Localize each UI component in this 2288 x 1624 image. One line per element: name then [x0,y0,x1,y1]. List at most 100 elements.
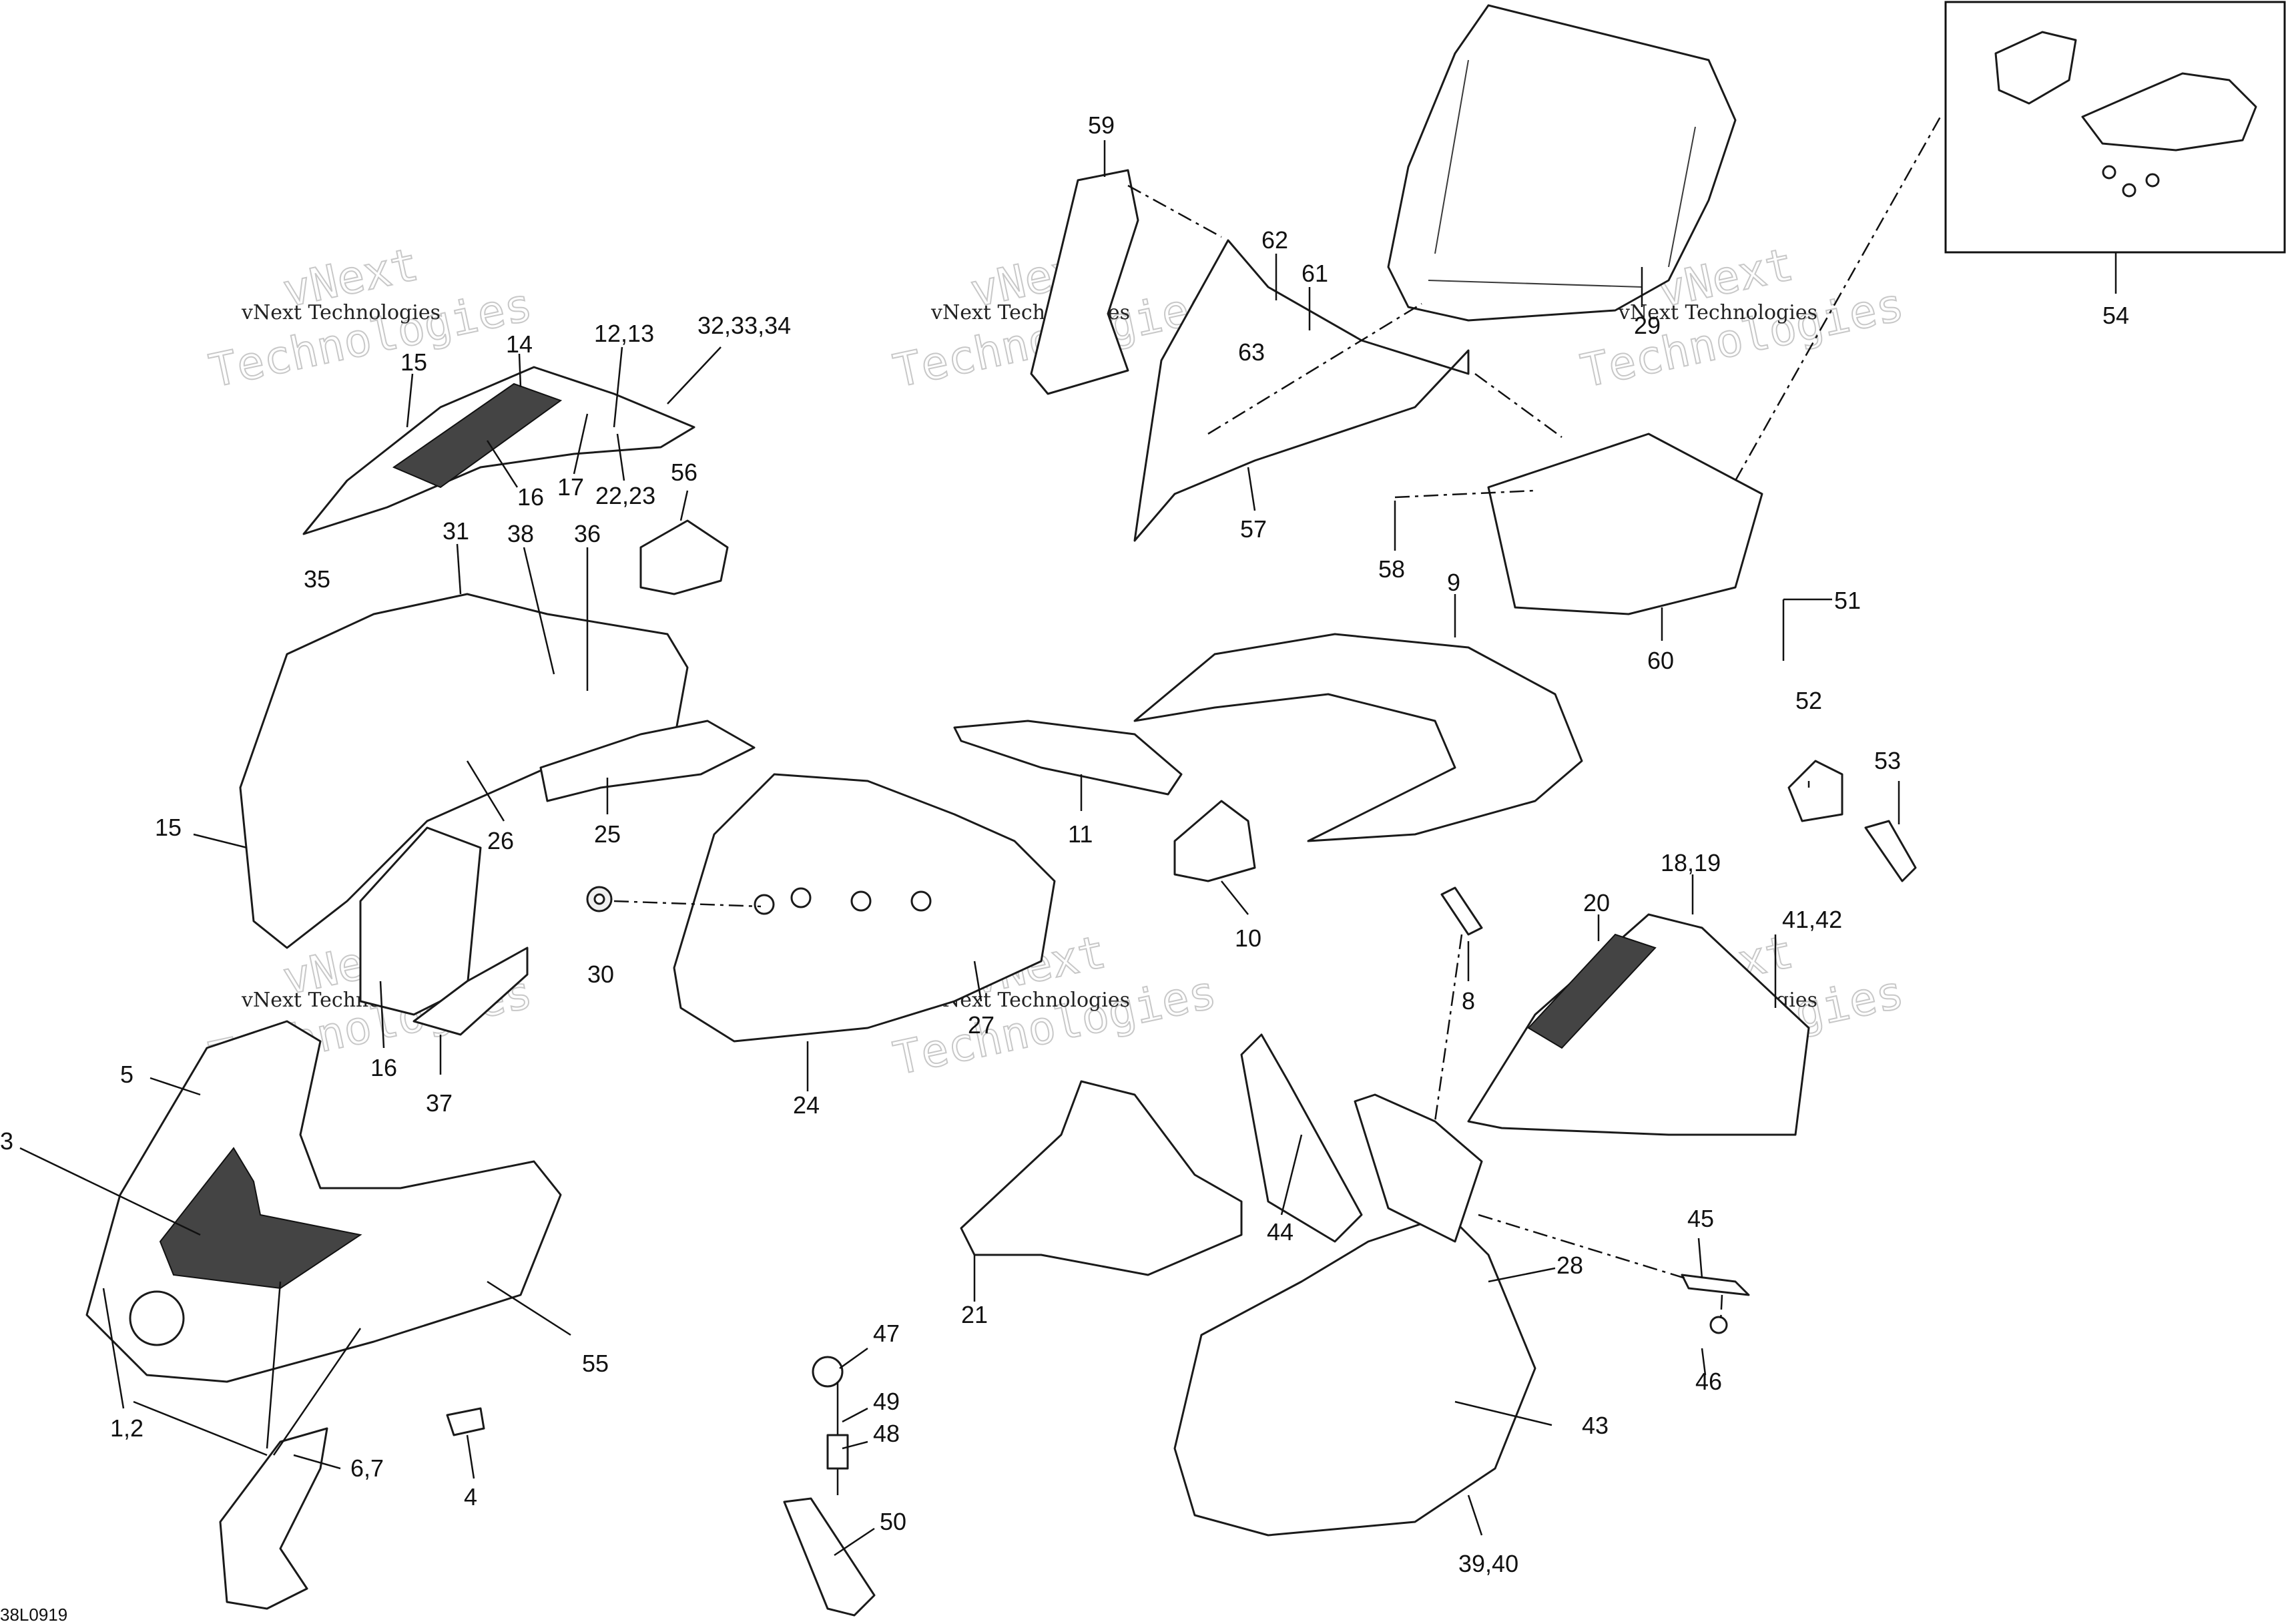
callout-24: 24 [793,1091,820,1119]
callout-56: 56 [671,459,697,486]
watermark-company: vNext Technologies [241,301,441,324]
drawing-code: 38L0919 [0,1605,67,1624]
part-45 [1681,1274,1750,1296]
callout-10: 10 [1235,924,1261,952]
housing-hole [754,894,775,915]
callout-30: 30 [587,961,614,988]
dash-line [1474,372,1562,439]
callout-37: 37 [426,1089,453,1117]
callout-47: 47 [873,1320,900,1347]
callout-61: 61 [1302,260,1328,287]
callout-48: 48 [873,1420,900,1447]
grommet-30-hole [593,893,605,905]
front-hood-mesh [159,1147,362,1290]
callout-20: 20 [1583,889,1610,916]
dash-line [613,900,762,908]
callout-51: 51 [1834,587,1861,614]
windshield-part [1387,4,1737,322]
housing-hole [790,887,812,908]
side-panel-35-part [239,593,689,949]
part-48 [826,1434,849,1470]
part-6-7 [219,1427,328,1610]
part-9 [1133,633,1583,842]
callout-16: 16 [517,483,544,511]
callout-60: 60 [1647,647,1674,674]
part-56 [639,519,729,595]
callout-9: 9 [1447,569,1460,596]
part-50 [783,1497,876,1617]
part-37 [412,946,529,1036]
callout-15-left: 15 [155,814,182,841]
callout-53: 53 [1874,747,1901,774]
callout-39-40: 39,40 [1458,1550,1518,1577]
dash-line [1394,489,1536,499]
dash-line [1207,302,1422,435]
callout-5: 5 [120,1061,133,1088]
callout-labels: 59 62 61 63 29 54 15 14 12,13 32,33,34 1… [0,111,2129,1577]
callout-16-lower: 16 [370,1054,397,1081]
windshield-detail [1428,59,1696,288]
dash-line [1478,1213,1686,1280]
part-53 [1864,820,1917,882]
callout-12-13: 12,13 [594,320,654,347]
panel-57-part [1133,239,1470,542]
callout-29: 29 [1634,312,1661,339]
part-10 [1173,800,1256,882]
callout-54: 54 [2102,302,2129,329]
callout-21: 21 [961,1301,988,1328]
callout-27: 27 [968,1011,994,1039]
callout-32-33-34: 32,33,34 [697,312,791,339]
part-11 [953,720,1183,796]
part-21 [960,1080,1243,1276]
part-60 [1487,433,1763,615]
watermark-company: vNext Technologies [1618,301,1817,324]
callout-28: 28 [1556,1252,1583,1279]
callout-57: 57 [1240,515,1267,543]
dash-line [1734,113,1944,481]
callout-62: 62 [1261,226,1288,254]
housing-hole [850,890,872,912]
callout-50: 50 [880,1508,906,1535]
part-28 [1354,1093,1483,1243]
connection-lines [613,113,1944,1322]
callout-58: 58 [1378,555,1405,583]
inset-shell [2081,72,2257,152]
callout-11: 11 [1068,820,1093,848]
callout-4: 4 [464,1483,477,1511]
callout-36: 36 [574,520,601,547]
callout-18-19: 18,19 [1661,849,1721,876]
inset-screw [2102,165,2116,180]
callout-35: 35 [304,565,330,593]
callout-14: 14 [506,330,533,358]
callout-3: 3 [0,1127,13,1155]
dash-line [1127,184,1222,238]
part-25 [539,720,756,802]
part-47 [812,1356,844,1388]
callout-31: 31 [443,517,469,545]
clip-4 [446,1407,485,1436]
callout-26: 26 [487,827,514,854]
top-cover-mesh [392,382,563,489]
callout-38: 38 [507,520,534,547]
inset-screw [2145,173,2160,188]
bracket-59-part [1030,169,1139,395]
part-46 [1709,1316,1728,1334]
callout-8: 8 [1462,987,1475,1015]
callout-59: 59 [1088,111,1115,139]
side-panel-43-part [1173,1213,1536,1537]
callout-44: 44 [1267,1218,1294,1246]
callout-6-7: 6,7 [350,1454,384,1482]
watermark-1: vNext Technologies vNext Technologies [204,238,537,399]
housing-hole [910,890,932,912]
dash-line [1719,1294,1723,1322]
callout-46: 46 [1695,1368,1722,1395]
dash-line [1434,934,1463,1122]
part-8 [1440,886,1483,936]
callout-49: 49 [873,1388,900,1415]
callout-22-23: 22,23 [595,482,655,509]
hood-vent-hole [129,1290,185,1346]
callout-15: 15 [400,348,427,376]
callout-1-2: 1,2 [110,1414,144,1442]
callout-41-42: 41,42 [1782,906,1842,933]
inset-bracket [1994,31,2077,105]
